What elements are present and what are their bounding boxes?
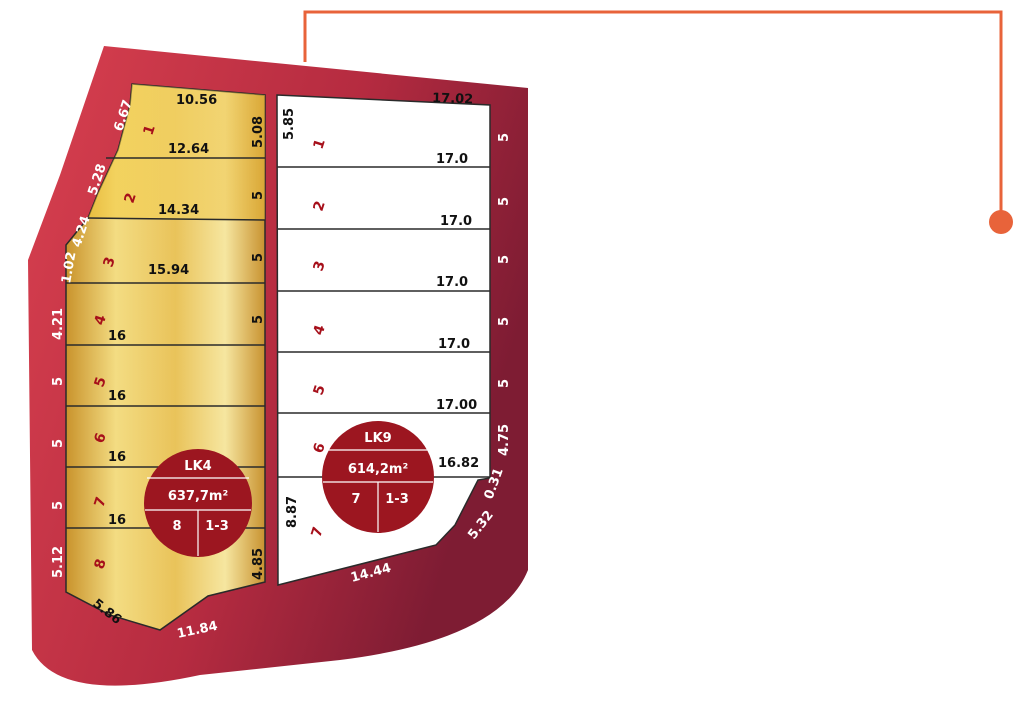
lk4-lot-number: 3 xyxy=(101,255,119,269)
lk4-outer-dim: 5.12 xyxy=(51,546,66,578)
lk4-lot-number: 1 xyxy=(141,123,159,137)
lk4-lot-numbers: 1 2 3 4 5 6 7 8 xyxy=(92,123,159,571)
leader-line xyxy=(303,10,1003,212)
badge-lk9[interactable]: LK9 614,2m² 7 1-3 xyxy=(322,421,434,533)
lk9-depth: 16.82 xyxy=(438,456,479,471)
lk9-lot-number: 2 xyxy=(311,199,329,213)
lk4-depth: 14.34 xyxy=(158,203,199,218)
lk9-outer-dim: 5 xyxy=(497,317,512,326)
badge-lk9-circle xyxy=(322,421,434,533)
lk4-lot-number: 2 xyxy=(122,191,140,205)
lk9-depth: 17.0 xyxy=(440,214,472,229)
lk4-frontage: 5 xyxy=(251,191,266,200)
lk4-depth: 16 xyxy=(108,513,126,528)
lk4-depth: 16 xyxy=(108,389,126,404)
badge-lk4-lot-count: 8 xyxy=(172,519,181,534)
lk4-top-dim: 10.56 xyxy=(176,93,217,108)
lk9-outer-dim: 5 xyxy=(497,133,512,142)
lk9-lot-number: 1 xyxy=(311,137,329,151)
lk9-lot-number: 7 xyxy=(309,525,327,539)
lk9-lot-depths: 17.0 17.0 17.0 17.0 17.00 16.82 17.02 5.… xyxy=(282,91,479,528)
badge-lk9-area: 614,2m² xyxy=(348,462,408,477)
lk9-lot-lines xyxy=(277,166,490,478)
badge-lk4-floors: 1-3 xyxy=(205,519,229,534)
lk4-outer-dim: 5 xyxy=(51,377,66,386)
lk9-outer-dim: 4.75 xyxy=(497,424,512,456)
badge-lk4-area: 637,7m² xyxy=(168,489,228,504)
lk4-lot-number: 5 xyxy=(92,375,110,389)
badge-lk4[interactable]: LK4 637,7m² 8 1-3 xyxy=(144,449,252,557)
lk9-top-dim: 17.02 xyxy=(432,91,474,107)
lk4-frontage: 5 xyxy=(251,315,266,324)
lk9-lot-number: 6 xyxy=(311,441,329,455)
lk9-outer-dim: 5 xyxy=(497,379,512,388)
badge-lk9-floors: 1-3 xyxy=(385,492,409,507)
lk4-lot-number: 6 xyxy=(92,431,110,445)
lk4-outer-dim: 5 xyxy=(51,439,66,448)
lk4-depth: 15.94 xyxy=(148,263,189,278)
lk4-outer-dim: 1.02 xyxy=(59,250,79,284)
leader-dot[interactable] xyxy=(989,210,1013,234)
lk9-depth: 17.00 xyxy=(436,398,477,413)
lk4-outer-dim: 5 xyxy=(51,501,66,510)
lk9-left-dim: 8.87 xyxy=(285,496,300,528)
lk4-depth: 16 xyxy=(108,450,126,465)
lk9-depth: 17.0 xyxy=(436,275,468,290)
lk9-left-dim: 5.85 xyxy=(282,108,297,140)
lk4-frontage: 4.85 xyxy=(251,548,266,580)
lk9-depth: 17.0 xyxy=(438,337,470,352)
block-lk4-top-lots xyxy=(88,84,265,220)
lk4-depth: 16 xyxy=(108,329,126,344)
lk4-depth: 12.64 xyxy=(168,142,209,157)
lk4-frontage: 5 xyxy=(251,253,266,262)
badge-lk4-name: LK4 xyxy=(184,459,211,474)
lk4-frontages: 5.08 5 5 5 4.85 xyxy=(251,116,266,580)
lk4-lot-number: 7 xyxy=(92,495,110,509)
badge-lk9-lot-count: 7 xyxy=(351,492,360,507)
lk4-outer-dim: 4.21 xyxy=(51,308,66,340)
lk4-lot-number: 8 xyxy=(92,557,110,571)
lk9-outer-dim: 5 xyxy=(497,255,512,264)
lk9-lot-number: 3 xyxy=(311,259,329,273)
lk9-depth: 17.0 xyxy=(436,152,468,167)
lk9-lot-number: 5 xyxy=(311,383,329,397)
lk4-lot-depths: 12.64 14.34 15.94 16 16 16 16 10.56 xyxy=(108,93,217,528)
lk4-frontage: 5.08 xyxy=(251,116,266,148)
badge-lk9-name: LK9 xyxy=(364,431,391,446)
lk9-outer-dim: 5 xyxy=(497,197,512,206)
badge-lk4-circle xyxy=(144,449,252,557)
